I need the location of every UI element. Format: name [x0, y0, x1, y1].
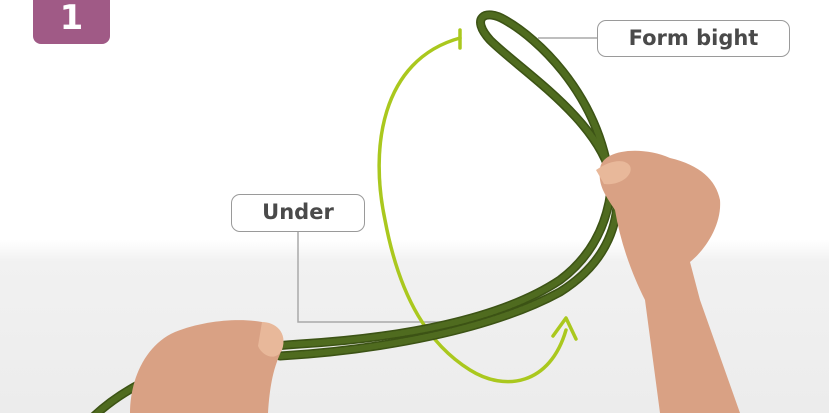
step-number-badge: 1 — [33, 0, 110, 44]
leader-lines — [298, 38, 597, 322]
form-bight-callout: Form bight — [597, 20, 790, 57]
left-hand — [130, 320, 284, 413]
right-hand — [596, 151, 740, 413]
under-callout: Under — [231, 194, 365, 232]
under-leader — [298, 232, 440, 322]
bight-loop — [481, 15, 612, 180]
